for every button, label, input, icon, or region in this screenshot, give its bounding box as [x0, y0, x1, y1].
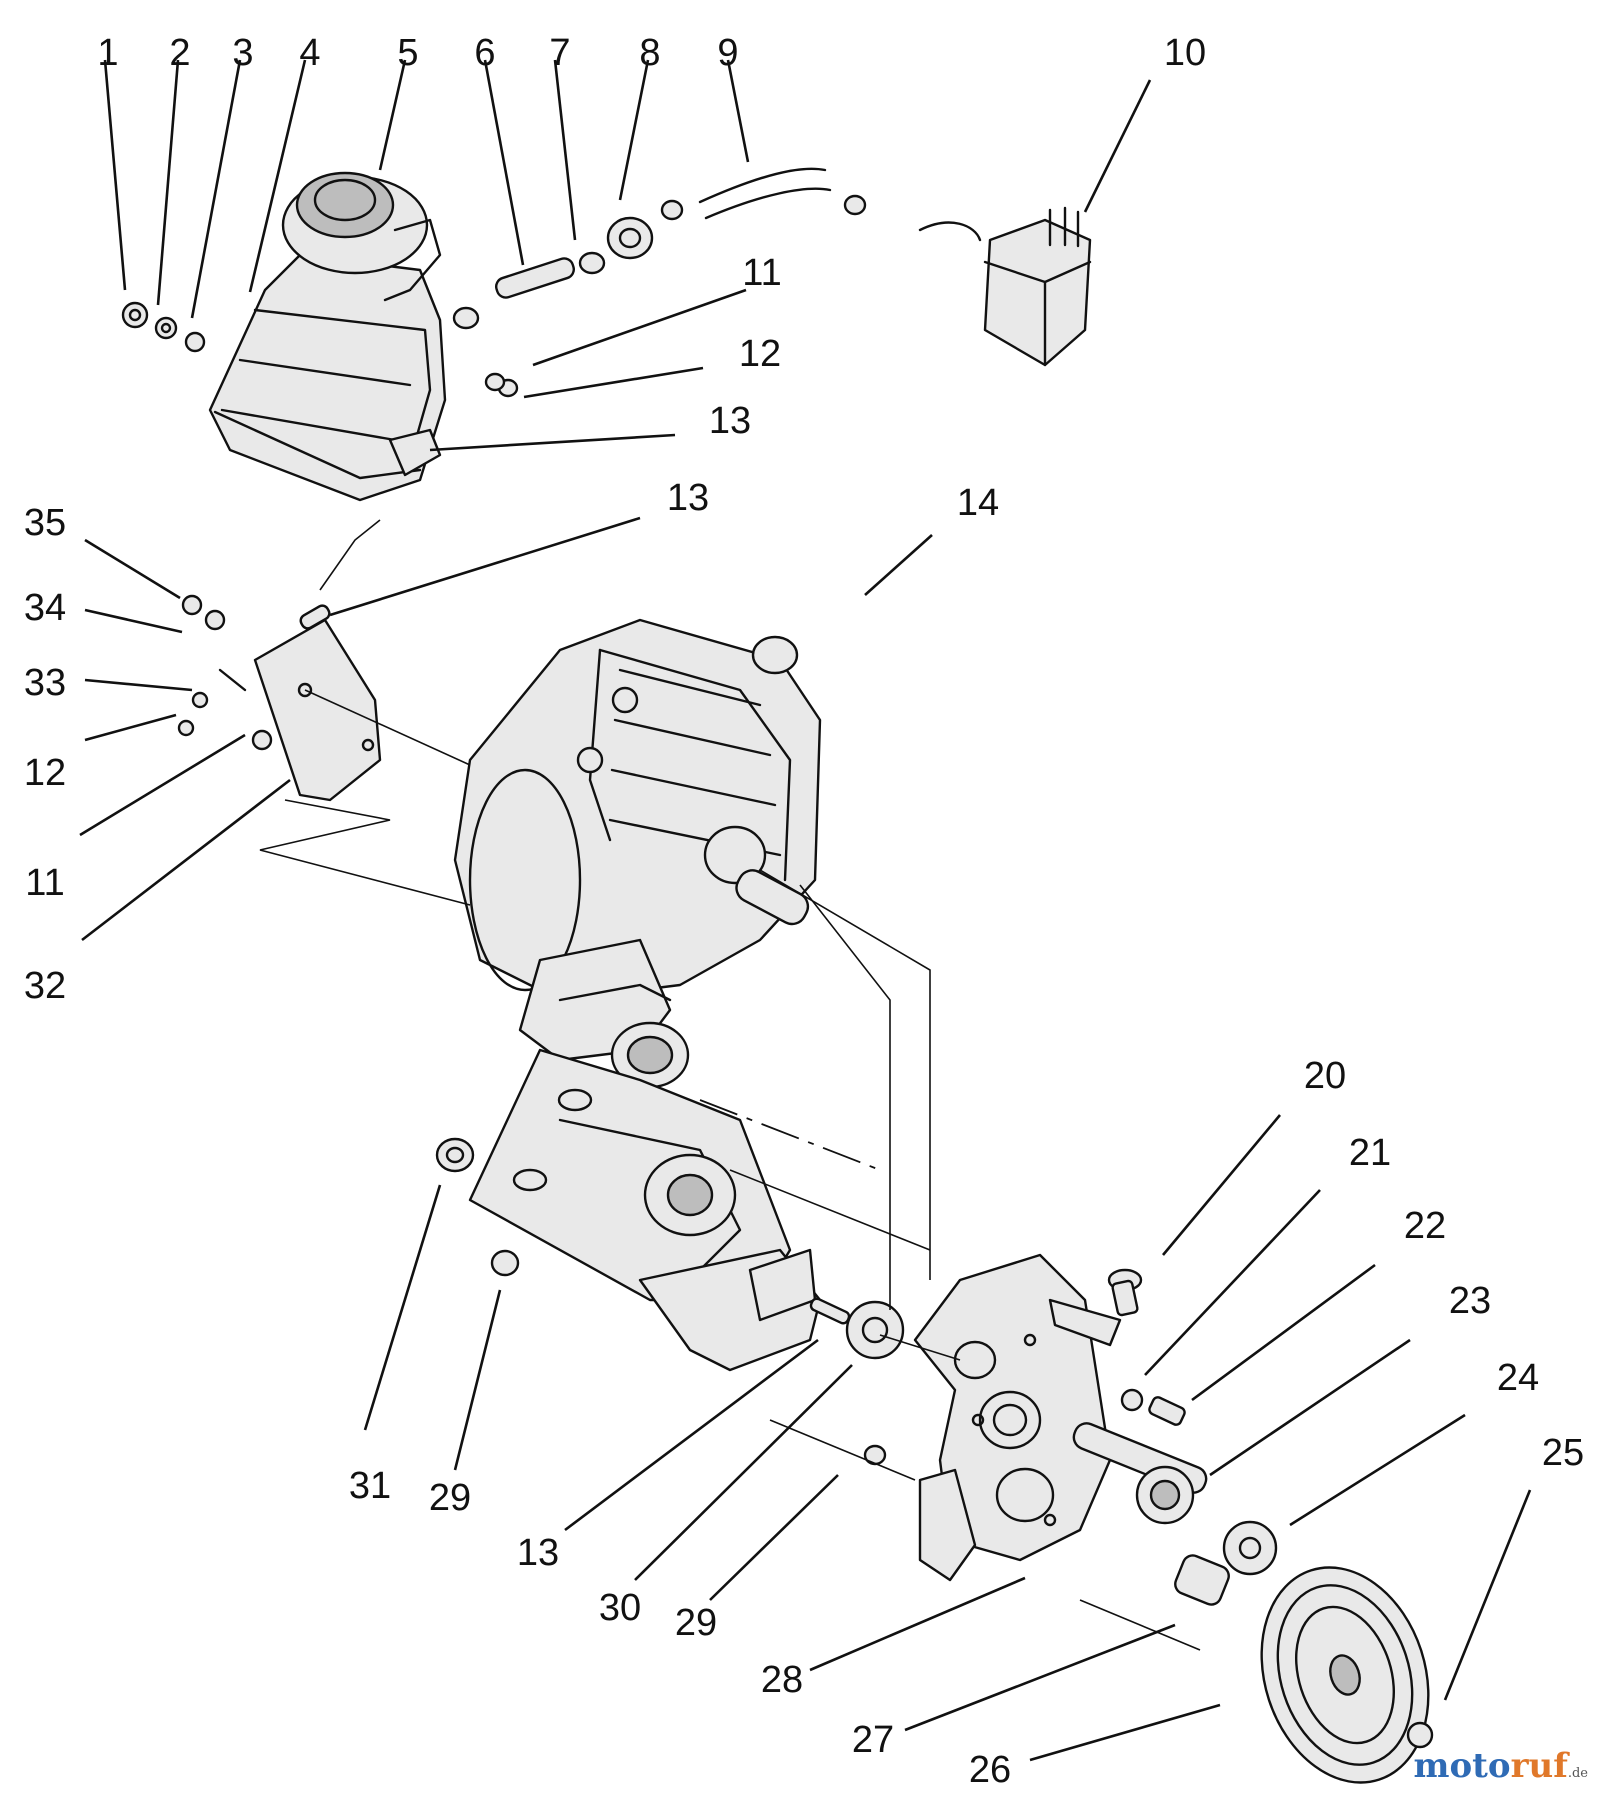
engine-body	[453, 618, 822, 1089]
callout-32: 32	[24, 965, 66, 1007]
callout-5: 5	[397, 32, 418, 74]
fuel-tank	[208, 171, 447, 502]
callout-2: 2	[169, 32, 190, 74]
plate-fasteners	[1107, 1268, 1186, 1426]
callout-13-bracket: 13	[667, 477, 709, 519]
callout-13-upper: 13	[709, 400, 751, 442]
callout-11-upper: 11	[742, 252, 781, 294]
callout-9: 9	[717, 32, 738, 74]
callout-13-lower: 13	[517, 1532, 559, 1574]
watermark-suffix: .de	[1567, 1766, 1588, 1781]
callout-4: 4	[299, 32, 320, 74]
axle-assembly	[863, 1422, 1278, 1606]
callout-31: 31	[349, 1465, 391, 1507]
center-bushing	[809, 1297, 905, 1360]
mounting-bracket	[253, 519, 382, 802]
watermark-brand-part1: moto	[1413, 1746, 1511, 1786]
callout-20: 20	[1304, 1055, 1346, 1097]
left-hardware	[121, 301, 273, 751]
callout-22: 22	[1404, 1205, 1446, 1247]
callout-28: 28	[761, 1659, 803, 1701]
callout-29-left: 29	[429, 1477, 471, 1519]
watermark-logo: motoruf.de	[1414, 1746, 1588, 1786]
callout-27: 27	[852, 1719, 894, 1761]
callout-33: 33	[24, 662, 66, 704]
fuel-line-assembly	[452, 167, 867, 398]
lower-left-hardware	[435, 1137, 520, 1277]
leader-lines	[79, 59, 1532, 1762]
callout-24: 24	[1497, 1357, 1539, 1399]
callout-3: 3	[232, 32, 253, 74]
auger-housing	[468, 1048, 822, 1372]
callout-12-lower: 12	[24, 752, 66, 794]
callout-26: 26	[969, 1749, 1011, 1791]
callout-labels: 1 2 3 4 5 6 7 8 9 10 11 12 13 13 14 20 2…	[24, 32, 1584, 1791]
callout-6: 6	[474, 32, 495, 74]
callout-14: 14	[957, 482, 999, 524]
callout-8: 8	[639, 32, 660, 74]
callout-7: 7	[549, 32, 570, 74]
wheel	[1260, 1566, 1434, 1784]
callout-1: 1	[97, 32, 118, 74]
alignment-lines	[259, 689, 1201, 1651]
callout-25: 25	[1542, 1432, 1584, 1474]
callout-23: 23	[1449, 1280, 1491, 1322]
callout-30: 30	[599, 1587, 641, 1629]
callout-10: 10	[1164, 32, 1206, 74]
side-plate	[913, 1253, 1122, 1582]
switch-module	[918, 206, 1092, 367]
callout-12-upper: 12	[739, 333, 781, 375]
watermark-brand-part2: ruf	[1510, 1746, 1568, 1786]
callout-35: 35	[24, 502, 66, 544]
callout-29-right: 29	[675, 1602, 717, 1644]
callout-34: 34	[24, 587, 66, 629]
callout-11-lower: 11	[25, 862, 64, 904]
callout-21: 21	[1349, 1132, 1391, 1174]
